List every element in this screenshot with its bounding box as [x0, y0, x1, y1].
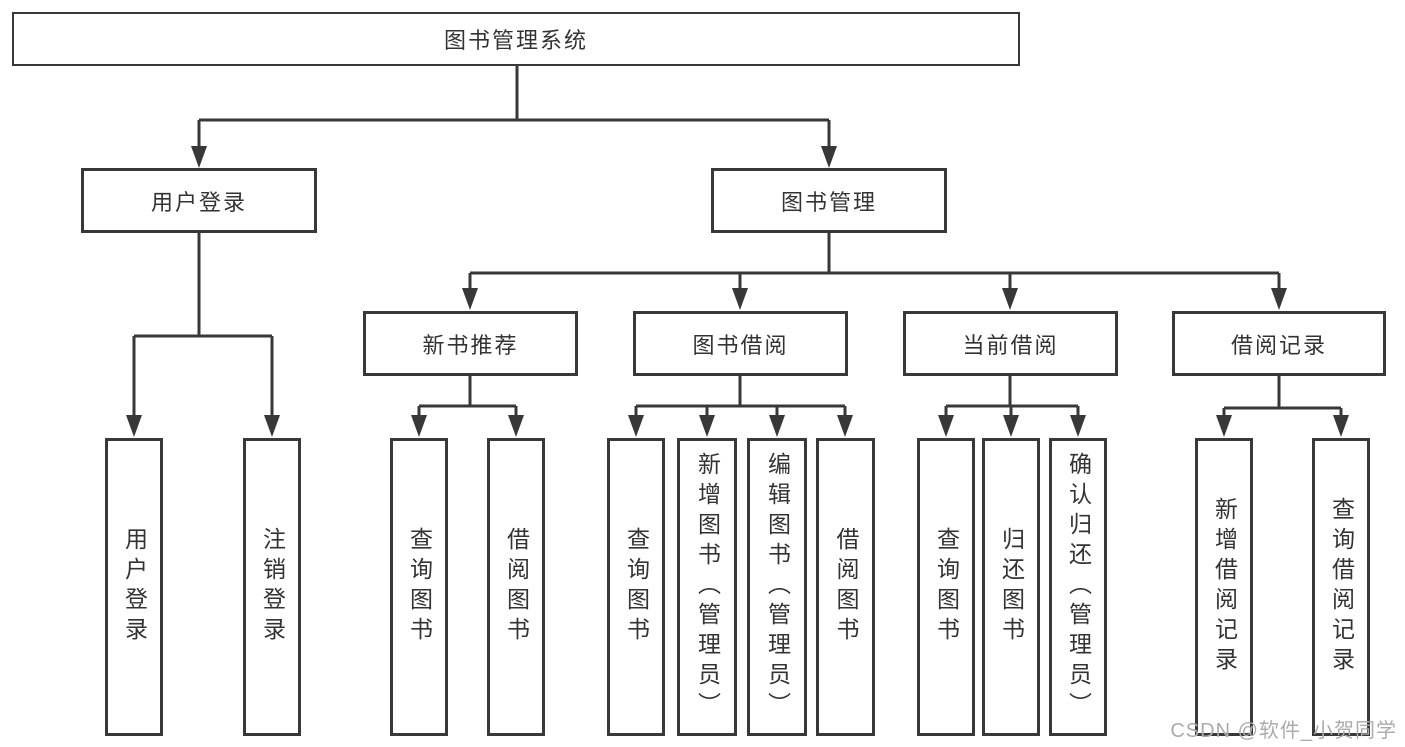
node-library-system: 图书管理系统	[12, 12, 1020, 66]
arrowhead	[628, 415, 644, 437]
leaf-edit-book-admin: 编辑图书（管理员）	[747, 438, 807, 736]
leaf-add-book-admin: 新增图书（管理员）	[677, 438, 737, 736]
arrowheads	[126, 146, 1349, 437]
leaf-borrow-book: 借阅图书	[816, 438, 875, 736]
node-user-login: 用户登录	[81, 168, 317, 233]
arrowhead	[1216, 415, 1232, 437]
leaf-user-login: 用户登录	[105, 438, 163, 736]
connector-root-to-level2	[197, 66, 831, 150]
arrowhead	[938, 415, 954, 437]
leaf-return-book: 归还图书	[982, 438, 1040, 736]
arrowhead	[1271, 288, 1287, 310]
connector-book-borrow-branch	[634, 376, 847, 420]
csdn-watermark: CSDN @软件_小贺同学	[1170, 720, 1397, 742]
arrowhead	[732, 288, 748, 310]
arrowhead	[1003, 415, 1019, 437]
arrowhead	[821, 146, 837, 168]
connector-new-book-branch	[417, 376, 518, 420]
arrowhead	[126, 415, 142, 437]
leaf-query-book-borrow: 查询图书	[607, 438, 665, 736]
arrowhead	[699, 415, 715, 437]
leaf-query-book-recommend: 查询图书	[390, 438, 448, 736]
connector-borrow-record-branch	[1222, 376, 1343, 420]
connector-book-mgmt-to-level3	[468, 233, 1281, 292]
node-book-borrow: 图书借阅	[633, 311, 848, 376]
arrowhead	[191, 146, 207, 168]
arrowhead	[462, 288, 478, 310]
arrowhead	[411, 415, 427, 437]
node-book-management: 图书管理	[711, 168, 947, 233]
node-new-book-recommend: 新书推荐	[363, 311, 578, 376]
arrowhead	[837, 415, 853, 437]
leaf-query-borrow-record: 查询借阅记录	[1312, 438, 1370, 736]
connector-user-login-branch	[132, 233, 274, 420]
arrowhead	[1002, 288, 1018, 310]
arrowhead	[508, 415, 524, 437]
node-current-borrow: 当前借阅	[903, 311, 1118, 376]
leaf-confirm-return-admin: 确认归还（管理员）	[1049, 438, 1107, 736]
node-borrow-record: 借阅记录	[1172, 311, 1386, 376]
leaf-add-borrow-record: 新增借阅记录	[1195, 438, 1253, 736]
leaf-borrow-book-recommend: 借阅图书	[487, 438, 545, 736]
leaf-query-book-current: 查询图书	[917, 438, 975, 736]
arrowhead	[769, 415, 785, 437]
arrowhead	[1333, 415, 1349, 437]
arrowhead	[264, 415, 280, 437]
connector-current-borrow-branch	[944, 376, 1080, 420]
arrowhead	[1070, 415, 1086, 437]
leaf-logout: 注销登录	[243, 438, 301, 736]
